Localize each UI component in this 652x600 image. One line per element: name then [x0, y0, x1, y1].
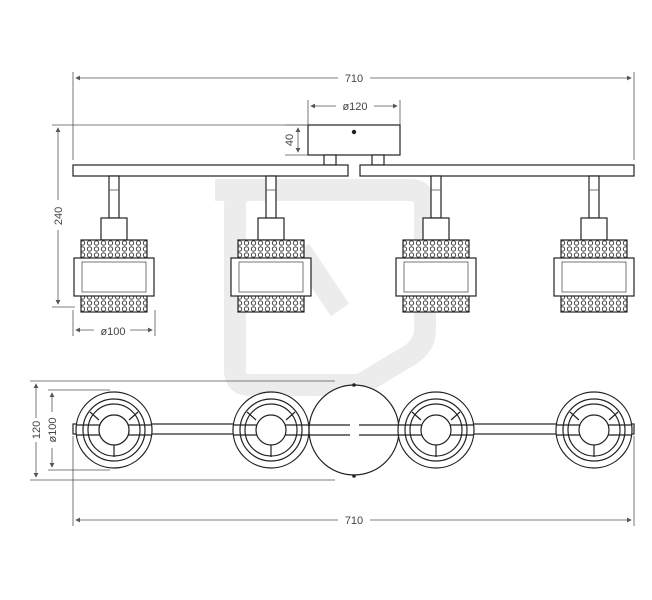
spot-side-2 — [230, 175, 312, 313]
label-plan-shade-diameter: ø100 — [47, 417, 59, 442]
label-total-height: 240 — [53, 207, 65, 225]
plan-view — [30, 380, 635, 526]
canopy-screw — [351, 129, 357, 135]
label-plan-width: 120 — [31, 421, 43, 439]
spot-side-3 — [395, 175, 477, 313]
spot-side-1 — [73, 175, 155, 313]
label-shade-diameter-side: ø100 — [100, 326, 125, 338]
mounting-bar-left — [72, 164, 349, 177]
label-total-length-top: 710 — [345, 73, 363, 85]
mounting-bar-right — [359, 164, 635, 177]
spot-plan-3 — [397, 391, 475, 469]
canopy — [307, 124, 401, 156]
spot-plan-2 — [232, 391, 310, 469]
plan-canopy — [308, 384, 400, 476]
spot-side-4 — [553, 175, 635, 313]
label-total-length-bottom: 710 — [345, 515, 363, 527]
spot-plan-4 — [555, 391, 633, 469]
label-canopy-height: 40 — [284, 134, 296, 146]
side-view — [52, 72, 635, 336]
spot-plan-1 — [75, 391, 153, 469]
label-canopy-diameter: ø120 — [342, 101, 367, 113]
